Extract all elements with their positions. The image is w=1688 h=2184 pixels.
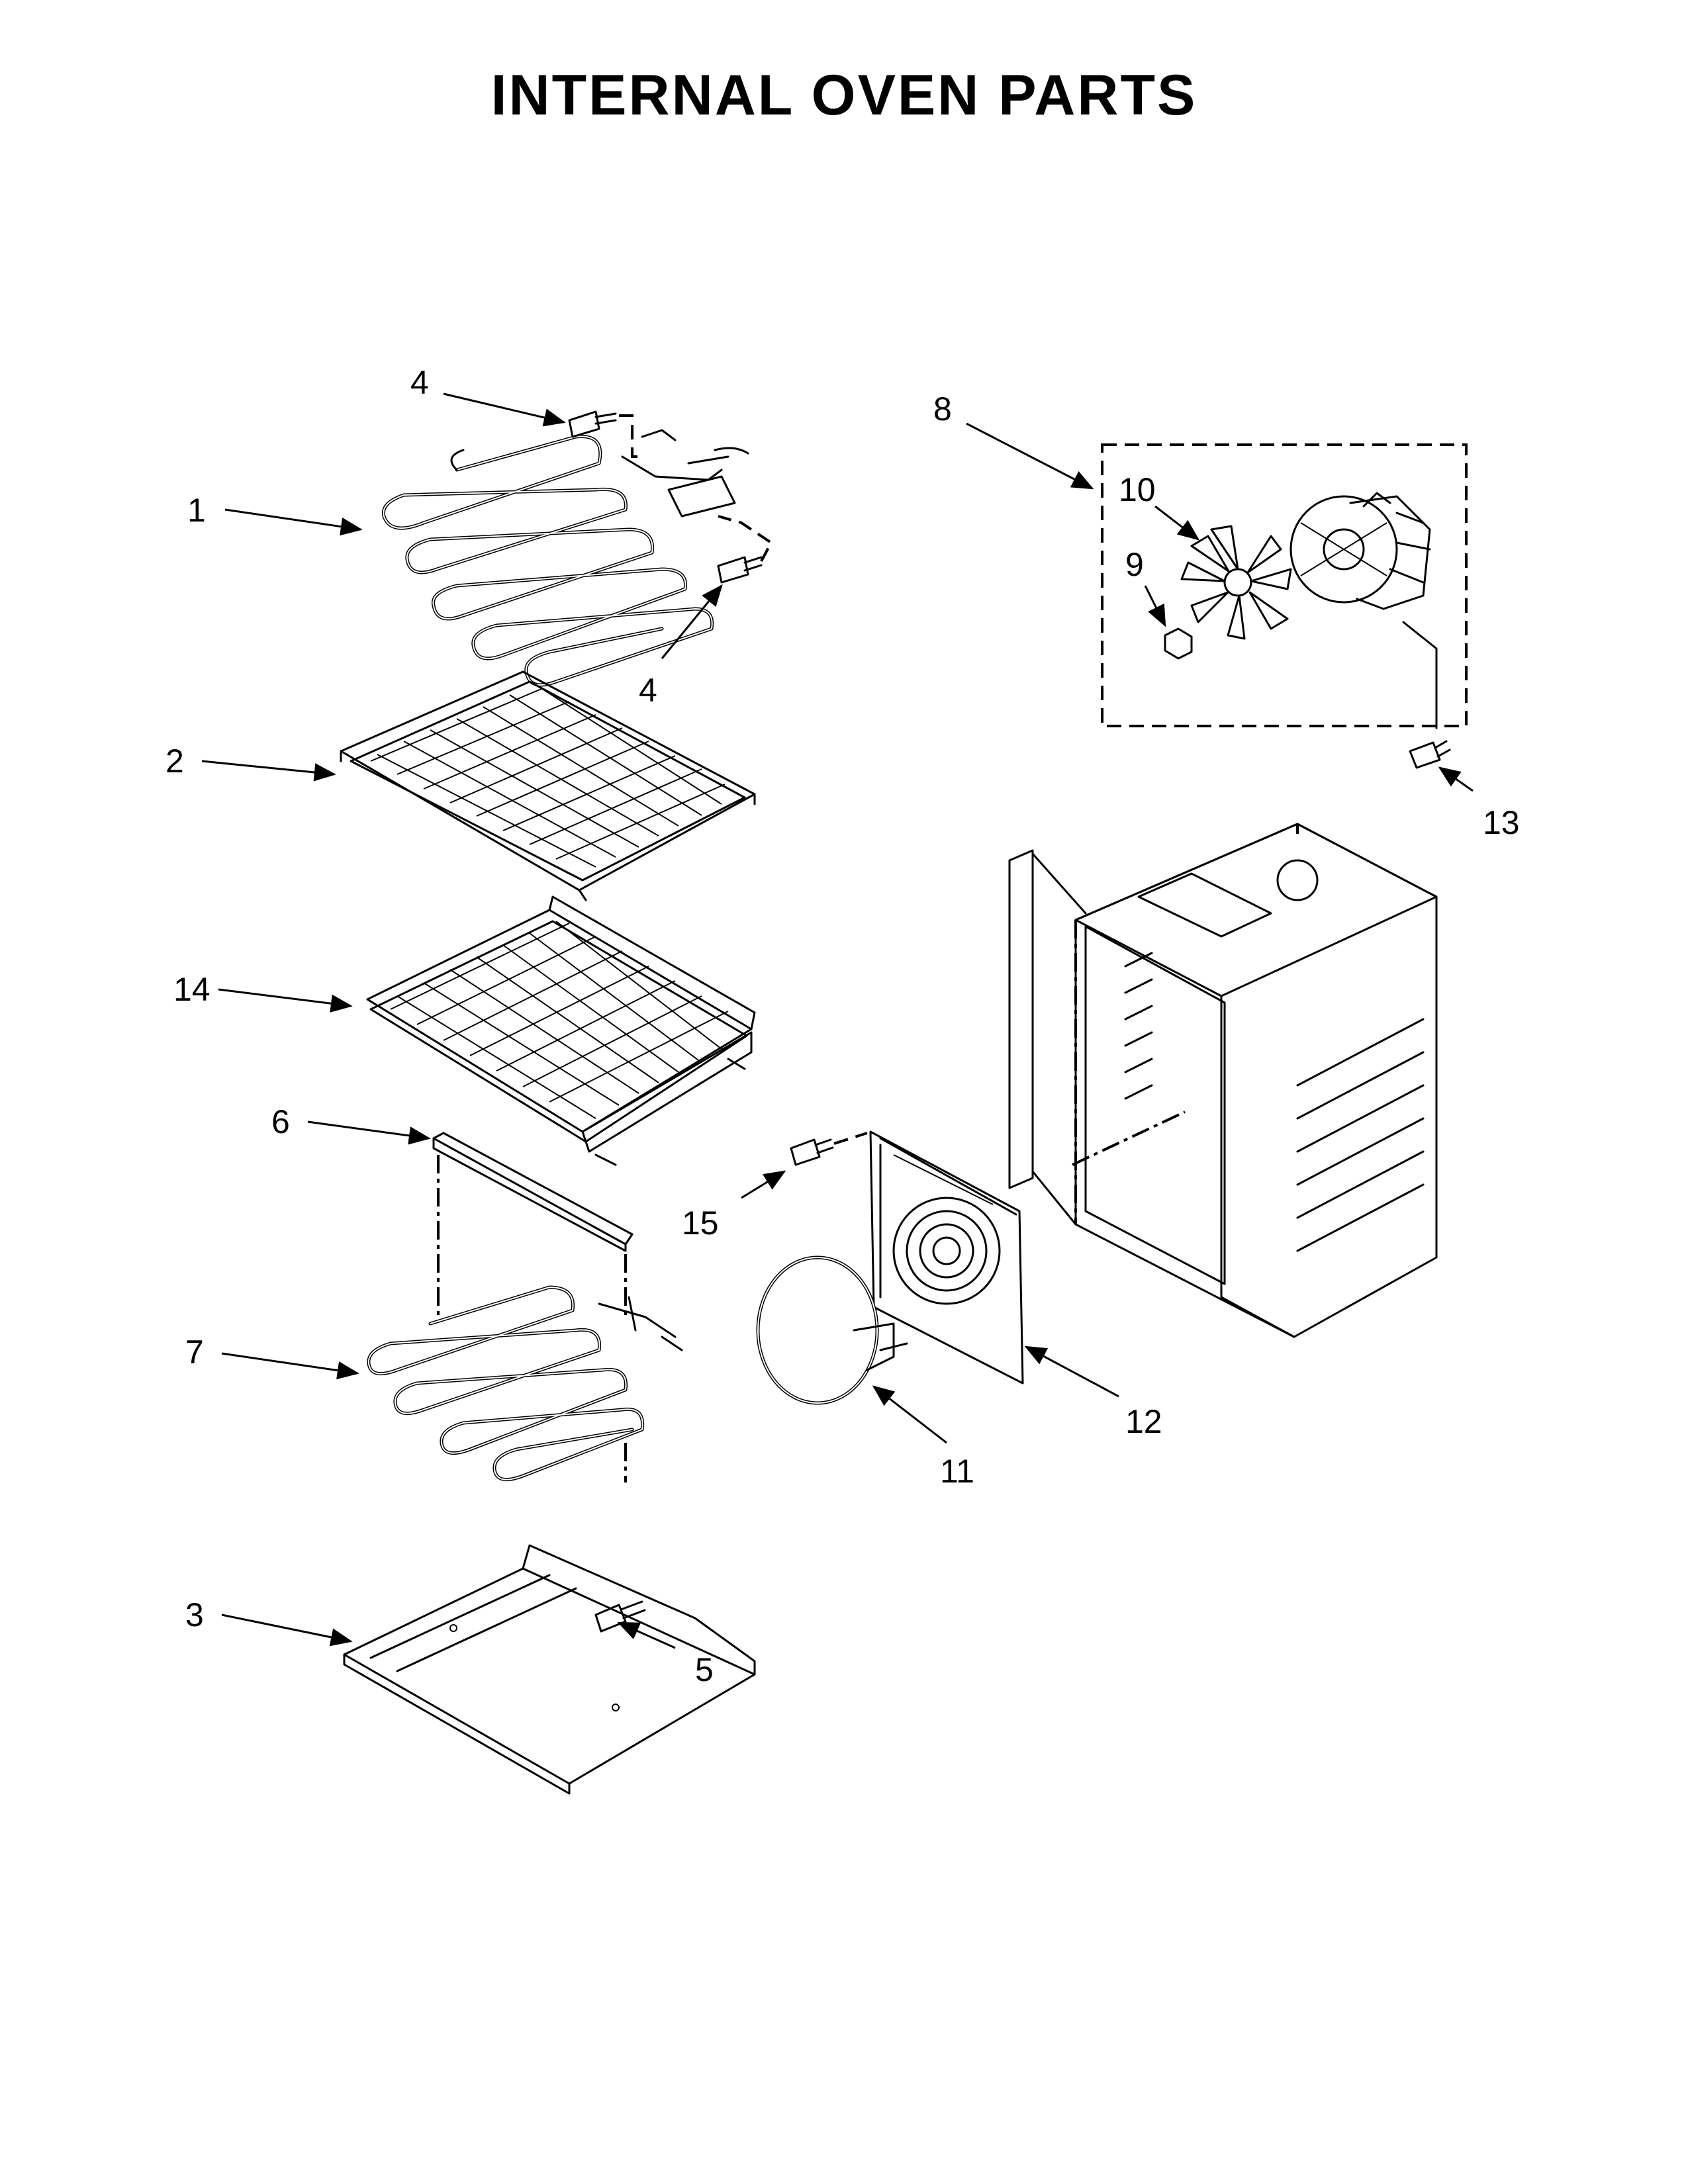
fan-motor-icon xyxy=(1289,492,1438,729)
oven-cavity-icon xyxy=(1008,823,1438,1338)
bake-element-icon xyxy=(367,1285,683,1482)
roller-rack-icon xyxy=(366,895,756,1166)
element-cover-icon xyxy=(432,1132,633,1320)
callout-14: 14 xyxy=(173,971,211,1008)
screw-icon xyxy=(717,515,773,584)
screw-icon xyxy=(594,1600,646,1633)
callout-2: 2 xyxy=(165,743,184,780)
page-title: INTERNAL OVEN PARTS xyxy=(491,64,1197,127)
callout-4b: 4 xyxy=(639,672,657,709)
callout-15: 15 xyxy=(682,1205,719,1242)
fan-cover-icon xyxy=(869,1130,1024,1385)
callout-4a: 4 xyxy=(410,364,429,401)
screw-icon xyxy=(790,1132,868,1166)
callout-13: 13 xyxy=(1483,804,1520,841)
callout-12: 12 xyxy=(1125,1403,1162,1440)
broil-element-icon xyxy=(381,429,749,687)
convection-fan-icon xyxy=(1180,525,1292,640)
callout-5: 5 xyxy=(695,1651,714,1688)
callout-9: 9 xyxy=(1125,546,1144,583)
hub-nut-icon xyxy=(1164,627,1193,660)
convection-element-icon xyxy=(756,1255,908,1405)
oven-rack-icon xyxy=(340,670,756,901)
callout-1: 1 xyxy=(187,492,206,529)
screw-icon xyxy=(568,410,645,458)
callout-7: 7 xyxy=(185,1334,204,1371)
callout-8: 8 xyxy=(933,390,952,428)
callout-11: 11 xyxy=(940,1453,974,1490)
callout-10: 10 xyxy=(1119,471,1156,508)
callout-6: 6 xyxy=(271,1103,290,1140)
callout-3: 3 xyxy=(185,1596,204,1633)
callout-leaders xyxy=(201,392,1474,1649)
screw-icon xyxy=(1409,740,1451,769)
fan-assembly-box xyxy=(1101,443,1468,727)
bottom-panel-icon xyxy=(343,1544,756,1795)
